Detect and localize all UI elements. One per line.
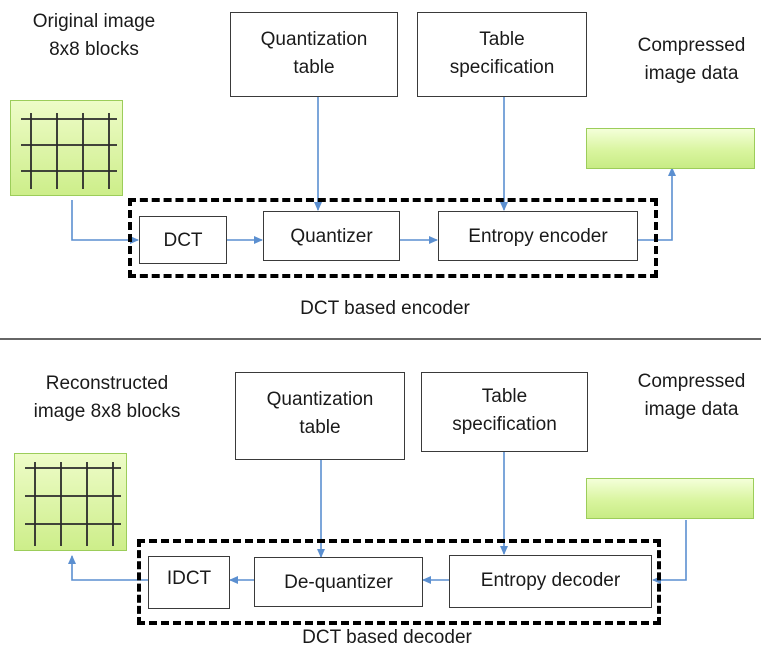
decoder-input-label-line2: image data — [644, 399, 739, 420]
encoder-dashed-boundary — [128, 198, 658, 278]
encoder-input-label-line1: Original image — [32, 11, 156, 32]
encoder-quant-table-line1: Quantization — [260, 29, 368, 50]
decoder-dequantizer-label: De-quantizer — [284, 572, 393, 593]
encoder-compressed-data-block — [586, 128, 755, 169]
decoder-table-spec-line2: specification — [452, 414, 557, 435]
decoder-quant-table-line2: table — [299, 417, 341, 438]
encoder-quantization-table-box: Quantization table — [230, 12, 398, 97]
decoder-table-spec-line1: Table — [481, 386, 528, 407]
encoder-caption: DCT based encoder — [300, 298, 470, 319]
decoder-output-label: Reconstructed image 8x8 blocks — [12, 370, 202, 426]
encoder-quant-table-line2: table — [293, 57, 335, 78]
decoder-entropy-decoder-box: Entropy decoder — [449, 555, 652, 608]
decoder-quant-table-line1: Quantization — [266, 389, 374, 410]
decoder-quantization-table-box: Quantization table — [235, 372, 405, 460]
encoder-dct-box: DCT — [139, 216, 227, 264]
decoder-output-label-line2: image 8x8 blocks — [33, 401, 181, 422]
arrow-input-to-entropy-decoder — [652, 520, 687, 584]
encoder-table-specification-box: Table specification — [417, 12, 587, 97]
decoder-output-block-icon — [14, 453, 127, 551]
encoder-table-spec-line1: Table — [479, 29, 525, 50]
decoder-input-label-line1: Compressed — [637, 371, 746, 392]
encoder-entropy-encoder-box: Entropy encoder — [438, 211, 638, 261]
decoder-entropy-label: Entropy decoder — [480, 570, 621, 591]
decoder-dashed-boundary — [137, 539, 661, 625]
arrow-idct-to-output — [68, 555, 148, 581]
arrow-entropy-to-output — [638, 167, 676, 241]
encoder-output-label: Compressed image data — [622, 32, 761, 88]
decoder-dequantizer-box: De-quantizer — [254, 557, 423, 607]
encoder-output-label-line1: Compressed — [637, 35, 746, 56]
encoder-dct-label: DCT — [163, 230, 203, 251]
decoder-compressed-data-block — [586, 478, 754, 519]
decoder-table-specification-box: Table specification — [421, 372, 588, 452]
encoder-entropy-label: Entropy encoder — [468, 226, 608, 247]
decoder-input-label: Compressed image data — [622, 368, 761, 424]
decoder-caption: DCT based decoder — [302, 627, 472, 648]
encoder-input-label-line2: 8x8 blocks — [49, 39, 139, 60]
encoder-quantizer-box: Quantizer — [263, 211, 400, 261]
encoder-quantizer-label: Quantizer — [290, 226, 373, 247]
decoder-output-label-line1: Reconstructed — [45, 373, 169, 394]
encoder-table-spec-line2: specification — [449, 57, 555, 78]
encoder-output-label-line2: image data — [644, 63, 739, 84]
arrow-input-to-dct — [71, 200, 139, 244]
decoder-idct-box: IDCT — [148, 556, 230, 609]
encoder-input-label: Original image 8x8 blocks — [18, 8, 170, 64]
encoder-input-block-icon — [10, 100, 123, 196]
decoder-idct-label: IDCT — [166, 568, 212, 589]
